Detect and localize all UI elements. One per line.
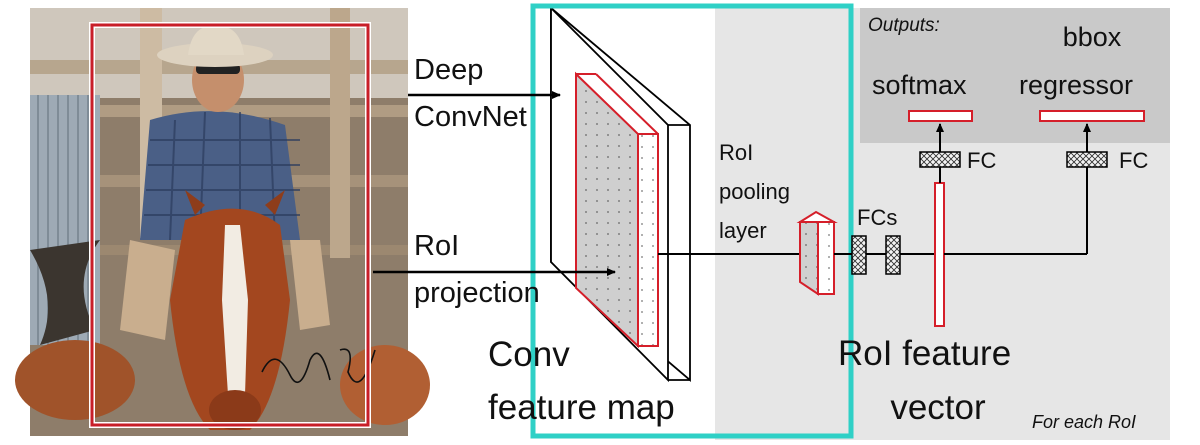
label-for-each-roi: For each RoI [1032, 412, 1137, 432]
label-vector: vector [890, 388, 986, 427]
fc-bbox-block [1066, 151, 1108, 168]
label-roi: RoI [414, 230, 460, 262]
label-fc-softmax: FC [967, 148, 997, 173]
label-feature-map: feature map [488, 388, 675, 427]
label-roi-pool-line1: RoI [719, 140, 754, 165]
label-softmax: softmax [872, 70, 967, 100]
feature-map-highlight-frame [530, 3, 854, 439]
label-conv: Conv [488, 335, 570, 374]
label-deep: Deep [414, 54, 484, 86]
label-bbox: bbox [1062, 22, 1122, 52]
label-roi-pool-line3: layer [719, 218, 767, 243]
fc-softmax-block [919, 151, 961, 168]
fc-block-1 [851, 235, 867, 275]
label-projection: projection [414, 277, 540, 309]
roi-pooled-volume [796, 210, 838, 296]
input-photo [15, 8, 430, 436]
label-regressor: regressor [1019, 70, 1134, 100]
fc-block-2 [885, 235, 901, 275]
label-fc-bbox: FC [1119, 148, 1149, 173]
label-convnet: ConvNet [414, 101, 527, 133]
label-roi-pool-line2: pooling [719, 179, 790, 204]
roi-feature-vector [934, 182, 945, 327]
projected-roi-on-feature-map [575, 71, 659, 349]
bbox-output-vector [1039, 110, 1145, 122]
softmax-output-vector [908, 110, 973, 122]
label-fcs: FCs [857, 205, 898, 230]
label-roi-feature: RoI feature [838, 334, 1012, 373]
label-outputs: Outputs: [868, 15, 940, 36]
